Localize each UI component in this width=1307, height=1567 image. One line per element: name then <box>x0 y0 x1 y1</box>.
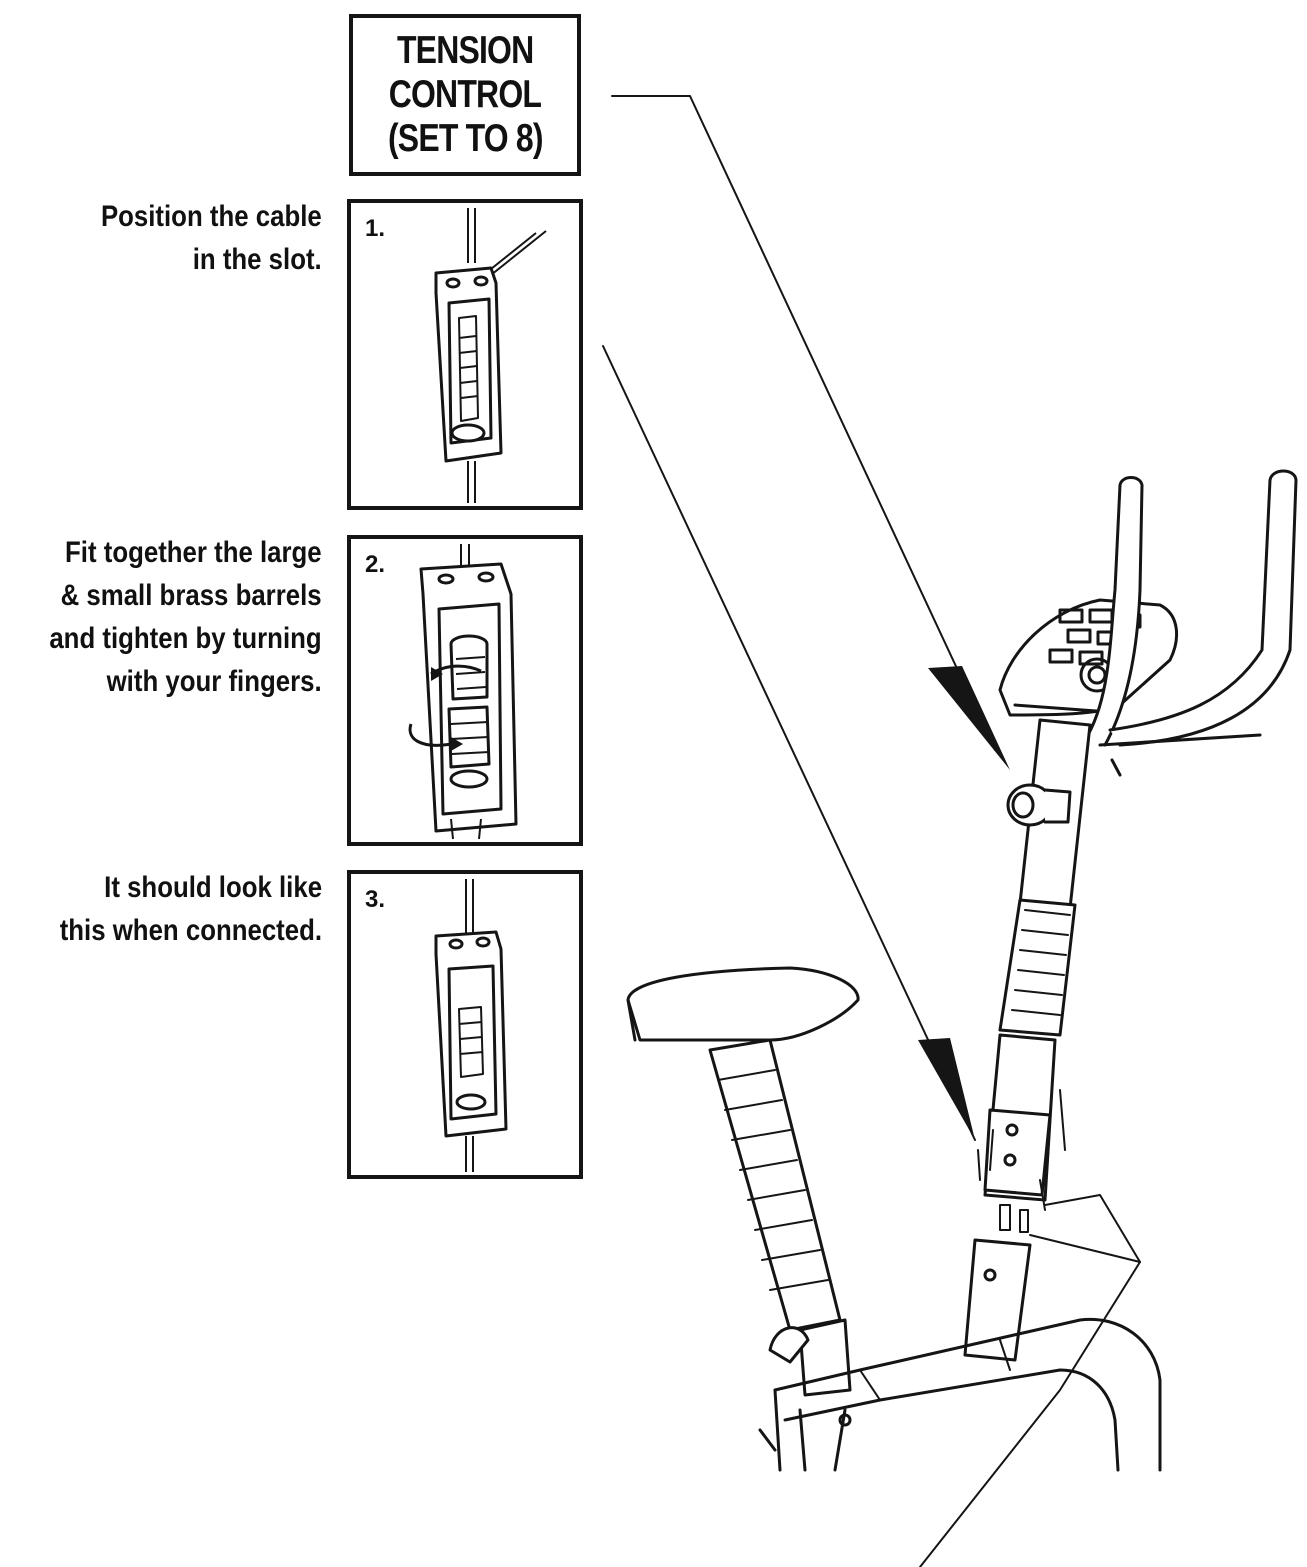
handlebars <box>1083 469 1298 777</box>
step-1-caption: Position the cable in the slot. <box>101 200 322 276</box>
title-line-3: (SET TO 8) <box>387 117 544 160</box>
step-2-number: 2. <box>365 551 386 578</box>
title-line-1: TENSION <box>396 29 534 72</box>
frame <box>758 1317 1162 1472</box>
seat-knob-icon <box>768 1326 810 1364</box>
step-2-panel: 2. <box>347 535 583 846</box>
step-3-panel: 3. <box>347 870 583 1179</box>
tension-knob-icon <box>1006 783 1072 827</box>
step-2-caption: Fit together the large & small brass bar… <box>49 536 323 698</box>
step-3-number: 3. <box>365 886 386 913</box>
pointer-lines-connectors <box>919 1194 1141 1567</box>
cable-adjuster-open-icon <box>434 208 547 503</box>
cable-connectors <box>977 1089 1066 1233</box>
cable-adjuster-connected-icon <box>434 879 508 1172</box>
handlebar-post <box>998 718 1092 1037</box>
step-1-panel: 1. <box>347 199 583 510</box>
lower-post <box>963 1033 1057 1362</box>
leader-line-cable-connection <box>602 345 976 1141</box>
step-3-caption: It should look like this when connected. <box>59 871 322 947</box>
cable-adjuster-tighten-icon <box>408 544 518 840</box>
title-line-2: CONTROL <box>388 73 542 116</box>
seat <box>626 966 860 1042</box>
step-1-number: 1. <box>365 215 386 242</box>
tension-control-label: TENSION CONTROL (SET TO 8) <box>349 14 581 176</box>
console <box>998 598 1179 717</box>
leader-line-tension-knob <box>611 95 1010 770</box>
